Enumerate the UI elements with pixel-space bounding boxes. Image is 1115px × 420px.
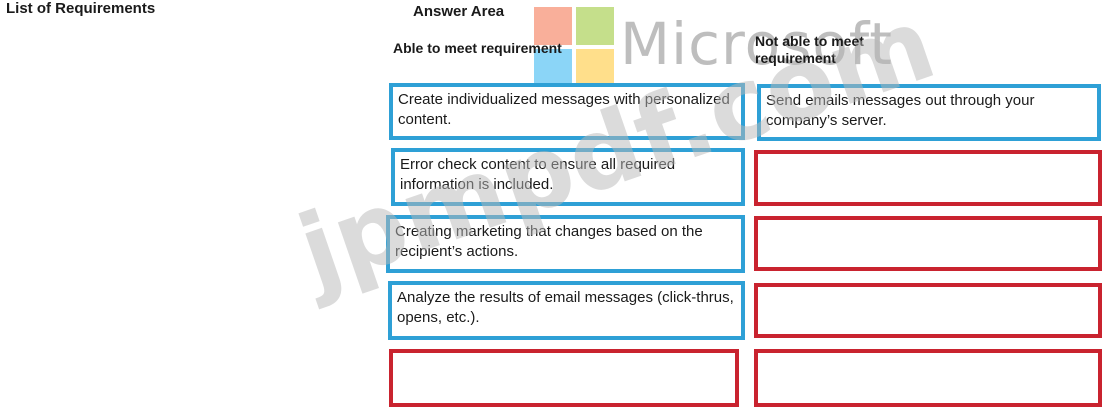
able-slot-1[interactable]: Create individualized messages with pers… [389,83,745,140]
logo-green-square [576,7,614,45]
list-of-requirements-title: List of Requirements [6,0,156,17]
logo-yellow-square [576,49,614,87]
microsoft-wordmark-watermark: Microsoft [620,10,893,78]
able-slot-5-empty[interactable] [389,349,739,407]
microsoft-logo-watermark [534,7,614,87]
answer-area-title: Answer Area [413,3,505,20]
logo-blue-square [534,49,572,87]
not-able-slot-2-empty[interactable] [754,150,1102,206]
not-able-slot-1[interactable]: Send emails messages out through your co… [757,84,1101,141]
not-able-slot-3-empty[interactable] [754,216,1102,271]
able-slot-3[interactable]: Creating marketing that changes based on… [386,215,745,273]
not-able-slot-4-empty[interactable] [754,283,1102,338]
able-slot-4[interactable]: Analyze the results of email messages (c… [388,281,745,340]
column-header-not-able: Not able to meet requirement [755,33,864,66]
column-header-able: Able to meet requirement [393,40,562,56]
logo-red-square [534,7,572,45]
not-able-slot-5-empty[interactable] [754,349,1102,407]
able-slot-2[interactable]: Error check content to ensure all requir… [391,148,745,206]
